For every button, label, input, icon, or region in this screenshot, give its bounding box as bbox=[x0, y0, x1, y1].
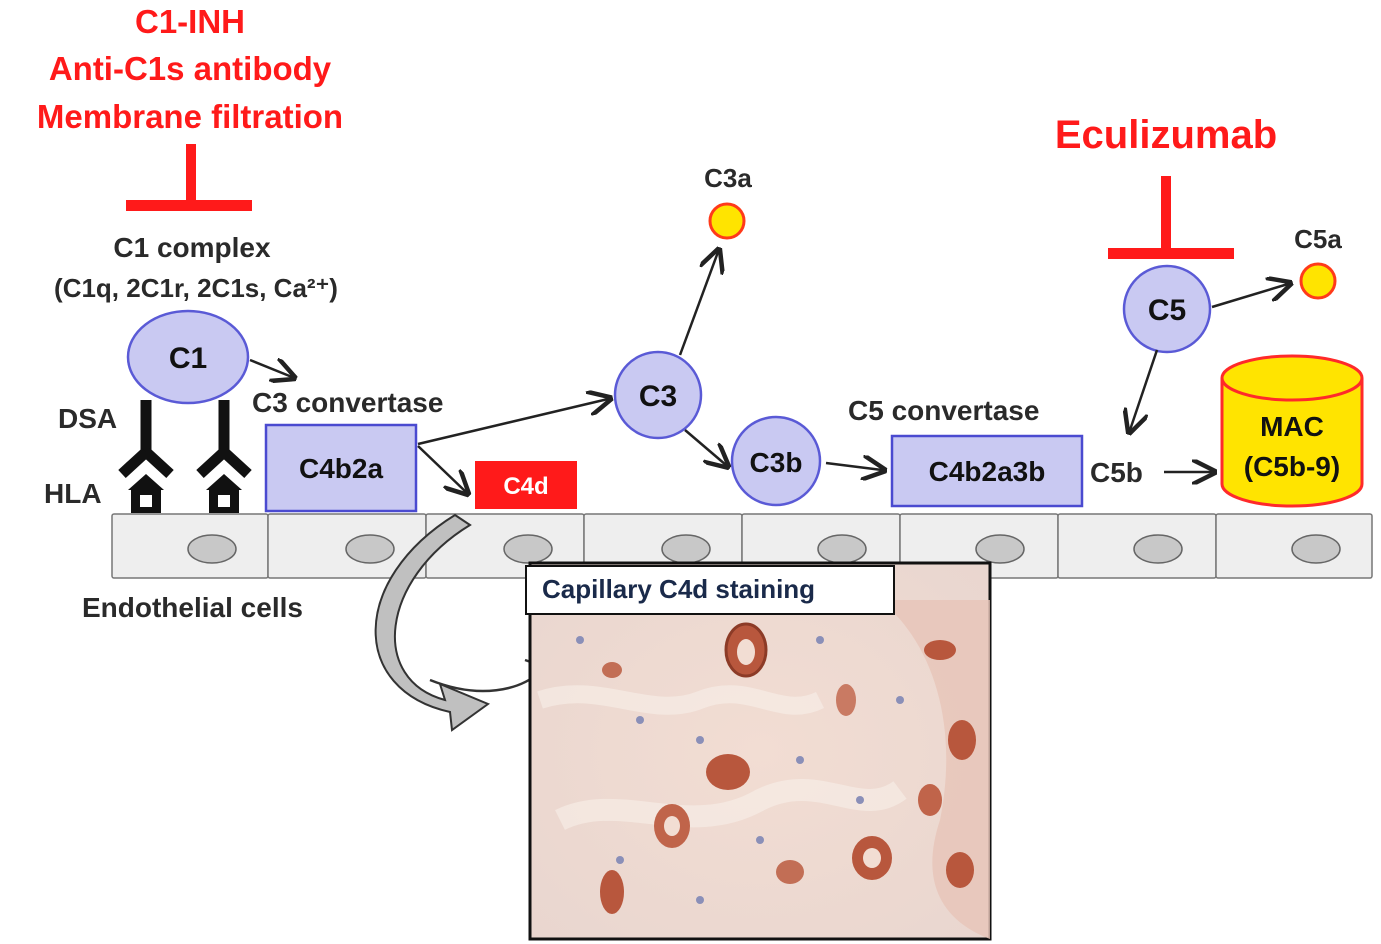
arrow-c3-to-c3b bbox=[684, 429, 726, 465]
c4d-box bbox=[475, 461, 577, 509]
c3-node bbox=[613, 350, 703, 440]
c4b2a-box bbox=[264, 423, 418, 513]
inhibitor-anti-c1s: Anti-C1s antibody bbox=[49, 50, 332, 87]
c3-convertase-label: C3 convertase bbox=[252, 387, 443, 418]
c5-node bbox=[1122, 264, 1212, 354]
c4d-staining-image bbox=[528, 561, 992, 941]
c4d-label: C4d bbox=[503, 473, 548, 500]
inhibitor-membrane-filtration: Membrane filtration bbox=[37, 98, 343, 135]
c1-complex-detail: (C1q, 2C1r, 2C1s, Ca²⁺) bbox=[54, 273, 338, 303]
cell-nucleus bbox=[187, 534, 237, 564]
antibody-icon bbox=[118, 400, 174, 479]
arrow-c5-to-c5b bbox=[1130, 349, 1159, 430]
inhibition-bar-left bbox=[126, 144, 252, 211]
endothelial-cells-label: Endothelial cells bbox=[82, 592, 303, 623]
c3a-label: C3a bbox=[704, 163, 752, 193]
c4b2a3b-box bbox=[890, 434, 1084, 508]
c1-node bbox=[126, 309, 250, 405]
arrow-c4b2a-to-c4d bbox=[417, 445, 466, 492]
c5-convertase-label: C5 convertase bbox=[848, 395, 1039, 426]
cell-nucleus bbox=[1133, 534, 1183, 564]
hla-label: HLA bbox=[44, 478, 102, 509]
c3b-node-label: C3b bbox=[750, 447, 803, 478]
cell-nucleus bbox=[817, 534, 867, 564]
hla-molecule-icon bbox=[206, 474, 242, 513]
c1-node-label: C1 bbox=[169, 342, 207, 375]
arrow-c3b-to-c5-convertase bbox=[825, 463, 882, 470]
cell-nucleus bbox=[661, 534, 711, 564]
c3b-node bbox=[730, 415, 822, 507]
inhibition-bar-right bbox=[1108, 176, 1234, 259]
c1-complex-title: C1 complex bbox=[113, 232, 271, 263]
c4b2a3b-label: C4b2a3b bbox=[929, 456, 1046, 487]
cell-nucleus bbox=[975, 534, 1025, 564]
c5b-label: C5b bbox=[1090, 457, 1143, 488]
mac-label: MAC bbox=[1260, 411, 1324, 442]
c3a-fragment bbox=[708, 202, 746, 240]
inhibitor-eculizumab: Eculizumab bbox=[1055, 113, 1277, 157]
mac-sublabel: (C5b-9) bbox=[1244, 451, 1340, 482]
c5a-fragment bbox=[1299, 262, 1337, 300]
antibody-icon bbox=[196, 400, 252, 479]
mac-complex bbox=[1220, 354, 1364, 508]
inhibitor-c1-inh: C1-INH bbox=[135, 3, 245, 40]
c3-node-label: C3 bbox=[639, 380, 677, 413]
cell-nucleus bbox=[503, 534, 553, 564]
c5a-label: C5a bbox=[1294, 224, 1342, 254]
arrow-c5-to-c5a bbox=[1211, 284, 1288, 309]
cell-nucleus bbox=[345, 534, 395, 564]
dsa-label: DSA bbox=[58, 403, 117, 434]
arrow-c1-to-convertase bbox=[249, 360, 292, 377]
c5-node-label: C5 bbox=[1148, 294, 1186, 327]
staining-title-box bbox=[525, 565, 895, 615]
cell-nucleus bbox=[1291, 534, 1341, 564]
staining-title: Capillary C4d staining bbox=[542, 574, 815, 604]
arrow-c4b2a-to-c3 bbox=[417, 399, 608, 446]
c4b2a-label: C4b2a bbox=[299, 453, 383, 484]
hla-molecule-icon bbox=[128, 474, 164, 513]
arrow-c3-to-c3a bbox=[678, 252, 718, 356]
